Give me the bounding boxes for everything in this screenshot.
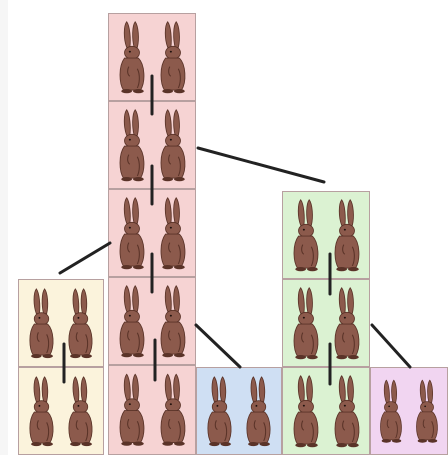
connector-line-8 [198, 148, 324, 182]
connector-line-10 [196, 325, 240, 367]
connector-line-11 [372, 325, 410, 367]
connector-line-9 [60, 243, 110, 273]
